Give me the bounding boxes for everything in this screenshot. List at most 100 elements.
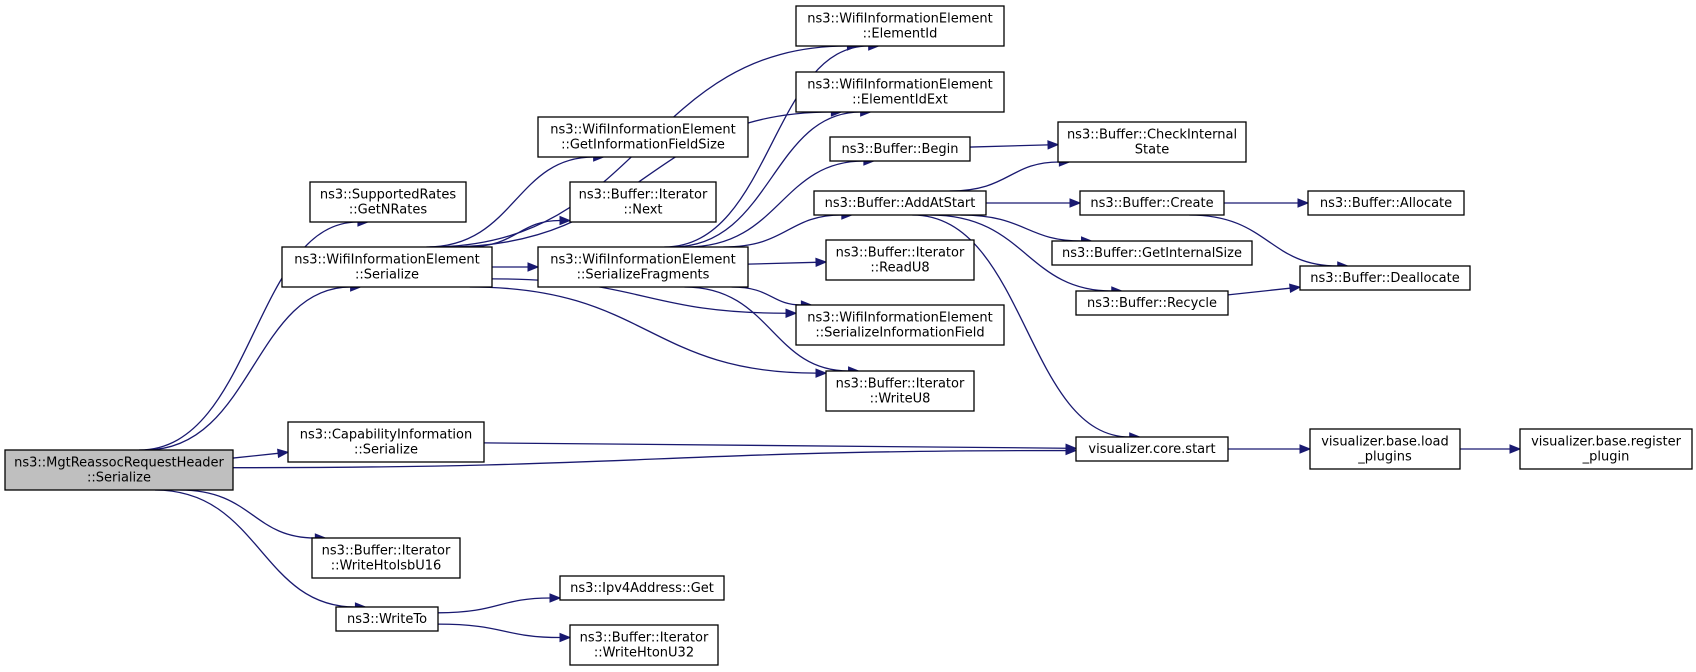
edge-line xyxy=(232,452,279,459)
edge-line xyxy=(469,286,817,374)
node-writehtonu32[interactable]: ns3::Buffer::Iterator::WriteHtonU32 xyxy=(569,624,719,666)
edge-line xyxy=(179,489,316,539)
edge-viz_load-to-viz_register xyxy=(1460,444,1522,454)
node-viz-load[interactable]: visualizer.base.load_plugins xyxy=(1309,428,1461,470)
node-label-line: ns3::Buffer::Create xyxy=(1090,196,1213,211)
node-label-line: ::Next xyxy=(623,203,662,218)
node-writehtolsbu16[interactable]: ns3::Buffer::Iterator::WriteHtolsbU16 xyxy=(311,537,461,579)
node-label-line: ns3::WriteTo xyxy=(347,612,427,627)
edge-line xyxy=(684,286,849,372)
node-label-line: ns3::Buffer::Iterator xyxy=(836,246,965,261)
node-box xyxy=(1079,190,1225,216)
node-root[interactable]: ns3::MgtReassocRequestHeader::Serialize xyxy=(4,449,234,491)
node-label-line: ns3::Ipv4Address::Get xyxy=(570,581,714,596)
node-box xyxy=(1075,290,1229,316)
node-label-line: ::ElementId xyxy=(863,27,938,42)
node-elementid[interactable]: ns3::WifiInformationElement::ElementId xyxy=(795,5,1005,47)
node-label-line: ::WriteU8 xyxy=(870,392,931,407)
node-label-line: ::GetNRates xyxy=(349,203,427,218)
edge-viz_start-to-viz_load xyxy=(1228,444,1312,454)
node-label-line: ::ElementIdExt xyxy=(852,93,948,108)
arrowhead-icon xyxy=(1065,443,1078,453)
node-allocate[interactable]: ns3::Buffer::Allocate xyxy=(1307,190,1465,216)
edge-line xyxy=(154,489,356,608)
node-box xyxy=(825,370,975,412)
edge-writeto-to-ipv4get xyxy=(437,593,562,614)
node-getinternalsize[interactable]: ns3::Buffer::GetInternalSize xyxy=(1051,240,1253,266)
node-box xyxy=(829,136,971,162)
node-label-line: ::ReadU8 xyxy=(870,261,929,276)
node-writeu8[interactable]: ns3::Buffer::Iterator::WriteU8 xyxy=(825,370,975,412)
node-box xyxy=(335,606,439,632)
node-label-line: ns3::WifiInformationElement xyxy=(807,12,993,27)
node-label-line: ::Serialize xyxy=(355,268,419,283)
node-buf-begin[interactable]: ns3::Buffer::Begin xyxy=(829,136,971,162)
node-readu8[interactable]: ns3::Buffer::Iterator::ReadU8 xyxy=(825,239,975,281)
edge-addatstart-to-checkinternal xyxy=(949,157,1071,192)
edge-wie_serialize-to-iter_next xyxy=(465,215,572,248)
arrowhead-icon xyxy=(1509,444,1522,454)
node-ipv4get[interactable]: ns3::Ipv4Address::Get xyxy=(559,575,725,601)
arrowhead-icon xyxy=(527,262,540,272)
node-label-line: ns3::Buffer::Begin xyxy=(841,142,958,157)
node-serinfofield[interactable]: ns3::WifiInformationElement::SerializeIn… xyxy=(795,304,1005,346)
node-box xyxy=(813,190,987,216)
node-label-line: visualizer.core.start xyxy=(1088,442,1215,457)
edge-line xyxy=(731,286,802,306)
node-label-line: ns3::SupportedRates xyxy=(320,188,456,203)
edge-line xyxy=(1189,214,1338,267)
edge-wie_serialize-to-serializefragments xyxy=(492,262,540,272)
node-label-line: ::GetInformationFieldSize xyxy=(561,138,725,153)
edge-line xyxy=(426,156,594,248)
node-label-line: ns3::WifiInformationElement xyxy=(550,123,736,138)
edge-line xyxy=(437,597,551,614)
node-buf-create[interactable]: ns3::Buffer::Create xyxy=(1079,190,1225,216)
node-label-line: ns3::Buffer::Allocate xyxy=(1320,196,1452,211)
node-label-line: State xyxy=(1135,143,1169,158)
node-serializefragments[interactable]: ns3::WifiInformationElement::SerializeFr… xyxy=(537,246,749,288)
node-box xyxy=(1075,436,1229,462)
node-addatstart[interactable]: ns3::Buffer::AddAtStart xyxy=(813,190,987,216)
node-label-line: ::SerializeInformationField xyxy=(815,326,984,341)
node-box xyxy=(1309,428,1461,470)
node-box xyxy=(537,246,749,288)
node-cap-serialize[interactable]: ns3::CapabilityInformation::Serialize xyxy=(287,421,485,463)
edge-line xyxy=(483,442,1067,449)
arrowhead-icon xyxy=(549,593,562,603)
node-deallocate[interactable]: ns3::Buffer::Deallocate xyxy=(1299,265,1471,291)
node-elementidext[interactable]: ns3::WifiInformationElement::ElementIdEx… xyxy=(795,71,1005,113)
node-viz-start[interactable]: visualizer.core.start xyxy=(1075,436,1229,462)
node-label-line: ns3::Buffer::AddAtStart xyxy=(825,196,976,211)
node-label-line: ::WriteHtolsbU16 xyxy=(331,559,442,574)
node-box xyxy=(287,421,485,463)
node-label-line: ns3::WifiInformationElement xyxy=(550,253,736,268)
node-box xyxy=(825,239,975,281)
nodes-layer: ns3::MgtReassocRequestHeader::Serializen… xyxy=(4,5,1693,666)
node-label-line: ns3::Buffer::Recycle xyxy=(1087,296,1217,311)
edge-line xyxy=(145,286,351,451)
node-writeto[interactable]: ns3::WriteTo xyxy=(335,606,439,632)
edge-line xyxy=(437,623,561,639)
node-recycle[interactable]: ns3::Buffer::Recycle xyxy=(1075,290,1229,316)
node-wie-serialize[interactable]: ns3::WifiInformationElement::Serialize xyxy=(281,246,493,288)
node-sr-getnrates[interactable]: ns3::SupportedRates::GetNRates xyxy=(309,181,467,223)
node-label-line: ::WriteHtonU32 xyxy=(594,646,694,661)
arrowhead-icon xyxy=(785,308,798,318)
edge-serializefragments-to-readu8 xyxy=(747,257,828,268)
arrowhead-icon xyxy=(1297,198,1310,208)
node-label-line: visualizer.base.register xyxy=(1531,435,1682,450)
node-viz-register[interactable]: visualizer.base.register_plugin xyxy=(1519,428,1693,470)
edge-line xyxy=(672,111,861,248)
node-box xyxy=(1057,121,1247,163)
node-getinfofieldsize[interactable]: ns3::WifiInformationElement::GetInformat… xyxy=(537,116,749,158)
node-box xyxy=(795,5,1005,47)
arrowhead-icon xyxy=(1289,283,1302,293)
node-box xyxy=(795,71,1005,113)
edge-line xyxy=(686,160,864,248)
arrowhead-icon xyxy=(815,368,828,378)
node-label-line: ns3::Buffer::GetInternalSize xyxy=(1062,246,1242,261)
edge-cap_serialize-to-viz_start xyxy=(483,442,1078,453)
node-iter-next[interactable]: ns3::Buffer::Iterator::Next xyxy=(569,181,717,223)
